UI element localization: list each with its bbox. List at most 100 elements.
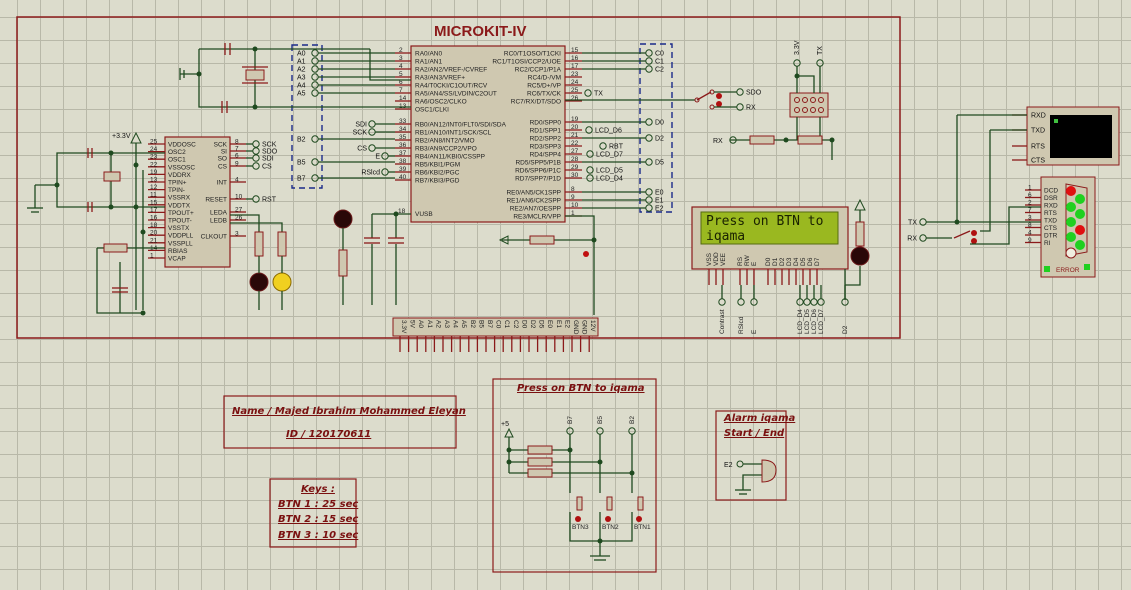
prog-header[interactable] (730, 66, 835, 160)
ethernet-chip[interactable] (164, 136, 231, 268)
connector-label: B7 (486, 320, 493, 328)
connector-label: D0 (520, 320, 527, 329)
port-label: C1 (655, 59, 664, 66)
eth-pin-number: 4 (235, 177, 239, 184)
eth-pin-label: VSSPLL (168, 240, 193, 247)
port-label: E2 (655, 206, 664, 213)
buttons-supply-label: +5 (501, 421, 509, 428)
port-terminal (311, 174, 319, 182)
button-terminal (628, 427, 636, 435)
eth-pin-label: OSC1 (168, 157, 186, 164)
eth-pin-label: RESET (205, 197, 227, 204)
button-label[interactable]: BTN2 (602, 524, 619, 531)
terminal-pin-label: RTS (1031, 144, 1045, 151)
com-wiring (926, 114, 1041, 245)
mcu-pin-label: RC0/T1OSO/T1CKI (504, 51, 561, 58)
eth-pin-number: 13 (150, 177, 158, 184)
mcu-pin-label: RD1/SPP1 (530, 128, 562, 135)
lcd-terminal (803, 298, 811, 306)
lcd-terminal (718, 298, 726, 306)
mcu-pin-number: 20 (571, 124, 579, 131)
eth-pin-label: TPIN- (168, 187, 185, 194)
port-label: A5 (297, 91, 306, 98)
connector-label: A2 (434, 320, 441, 328)
port-box-right (639, 43, 673, 213)
button-label[interactable]: BTN3 (572, 524, 589, 531)
mcu-pin-label: OSC1/CLKI (415, 107, 449, 114)
led-yellow-icon (272, 272, 292, 292)
port-terminal (311, 65, 319, 73)
lcd-terminal (737, 298, 745, 306)
mcu-pin-label: RB6/KBI2/PGC (415, 170, 460, 177)
connector-label: 5V (409, 320, 416, 329)
port-label: B2 (297, 137, 306, 144)
connector-label: C2 (512, 320, 519, 329)
com-port[interactable] (1040, 176, 1096, 278)
port-terminal (645, 118, 653, 126)
mcu-pin-label: RB1/AN10/INT1/SCK/SCL (415, 130, 492, 137)
mcu-pin-label: RA4/T0CKI/C1OUT/RCV (415, 83, 488, 90)
terminal-label: SCK (262, 142, 277, 149)
mcu-pin-label: RE0/AN5/CK1SPP (506, 190, 561, 197)
mcu-pin-label: RB2/AN8/INT2/VMO (415, 138, 475, 145)
mcu-terminal (584, 89, 592, 97)
terminal-label: CS (262, 164, 272, 171)
ethernet-left-pins: VDDOSC25OSC224OSC123VSSOSC22VDDRX19TPIN+… (148, 139, 196, 263)
eth-pin-number: 21 (150, 237, 158, 244)
mcu-pin-number: 9 (571, 194, 575, 201)
eth-pin-label: VDDRX (168, 172, 191, 179)
terminal-label: SDO (262, 149, 278, 156)
mcu-chip[interactable] (410, 45, 566, 223)
virtual-terminal[interactable] (1026, 106, 1120, 166)
lcd-terminal-label: LCD_D7 (818, 309, 825, 334)
mcu-pin-label: RB5/KBI1/PGM (415, 162, 460, 169)
connector-label: D2 (529, 320, 536, 329)
keys-item-2: BTN 2 : 15 sec (278, 514, 358, 525)
eth-pin-number: 1 (150, 253, 154, 260)
mcu-pin-label: RC4/D-/VM (528, 75, 561, 82)
switch-terminal (736, 103, 744, 111)
mcu-pin-number: 22 (571, 140, 579, 147)
com-pin-number: 9 (1028, 237, 1032, 244)
connector-label: D5 (538, 320, 545, 329)
eth-pin-number: 3 (235, 231, 239, 238)
port-label: D2 (655, 136, 664, 143)
lcd-pin-label: D1 (772, 257, 779, 266)
eth-pin-label: VSSOSC (168, 164, 195, 171)
eth-terminal (252, 195, 260, 203)
eth-pin-number: 25 (150, 139, 158, 146)
mcu-pin-number: 4 (399, 63, 403, 70)
eth-terminal (252, 147, 260, 155)
mcu-pin-number: 3 (399, 55, 403, 62)
mcu-pin-number: 24 (571, 79, 579, 86)
lcd-module[interactable]: Press on BTN to iqama (691, 206, 849, 270)
buttons-panel-title: Press on BTN to iqama (517, 383, 645, 394)
mcu-pin-label: RC7/RX/DT/SDO (511, 99, 561, 106)
mcu-left-pins: RA0/AN02RA1/AN13RA2/AN2/VREF-/CVREF4RA3/… (395, 47, 507, 185)
mcu-pin-number: 21 (571, 132, 579, 139)
button-label[interactable]: BTN1 (634, 524, 651, 531)
status-leds (230, 214, 292, 310)
info-box (223, 395, 457, 449)
mcu-pin-number: 26 (571, 95, 579, 102)
uart-switch[interactable] (565, 89, 737, 110)
eth-pin-label: VCAP (168, 256, 186, 263)
port-terminal (645, 196, 653, 204)
mcu-pin-number: 16 (571, 55, 579, 62)
mcu-terminal (586, 174, 594, 182)
mcu-vusb-label: VUSB (415, 211, 433, 218)
mcu-pin-label: RD3/SPP3 (530, 144, 562, 151)
com-terminal (919, 218, 927, 226)
mcu-terminal (599, 142, 607, 150)
alarm-line-1: Alarm iqama (723, 413, 796, 424)
eth-pin-label: OSC2 (168, 149, 186, 156)
com-pin-number: 7 (1028, 207, 1032, 214)
mcu-pin-number: 27 (571, 148, 579, 155)
